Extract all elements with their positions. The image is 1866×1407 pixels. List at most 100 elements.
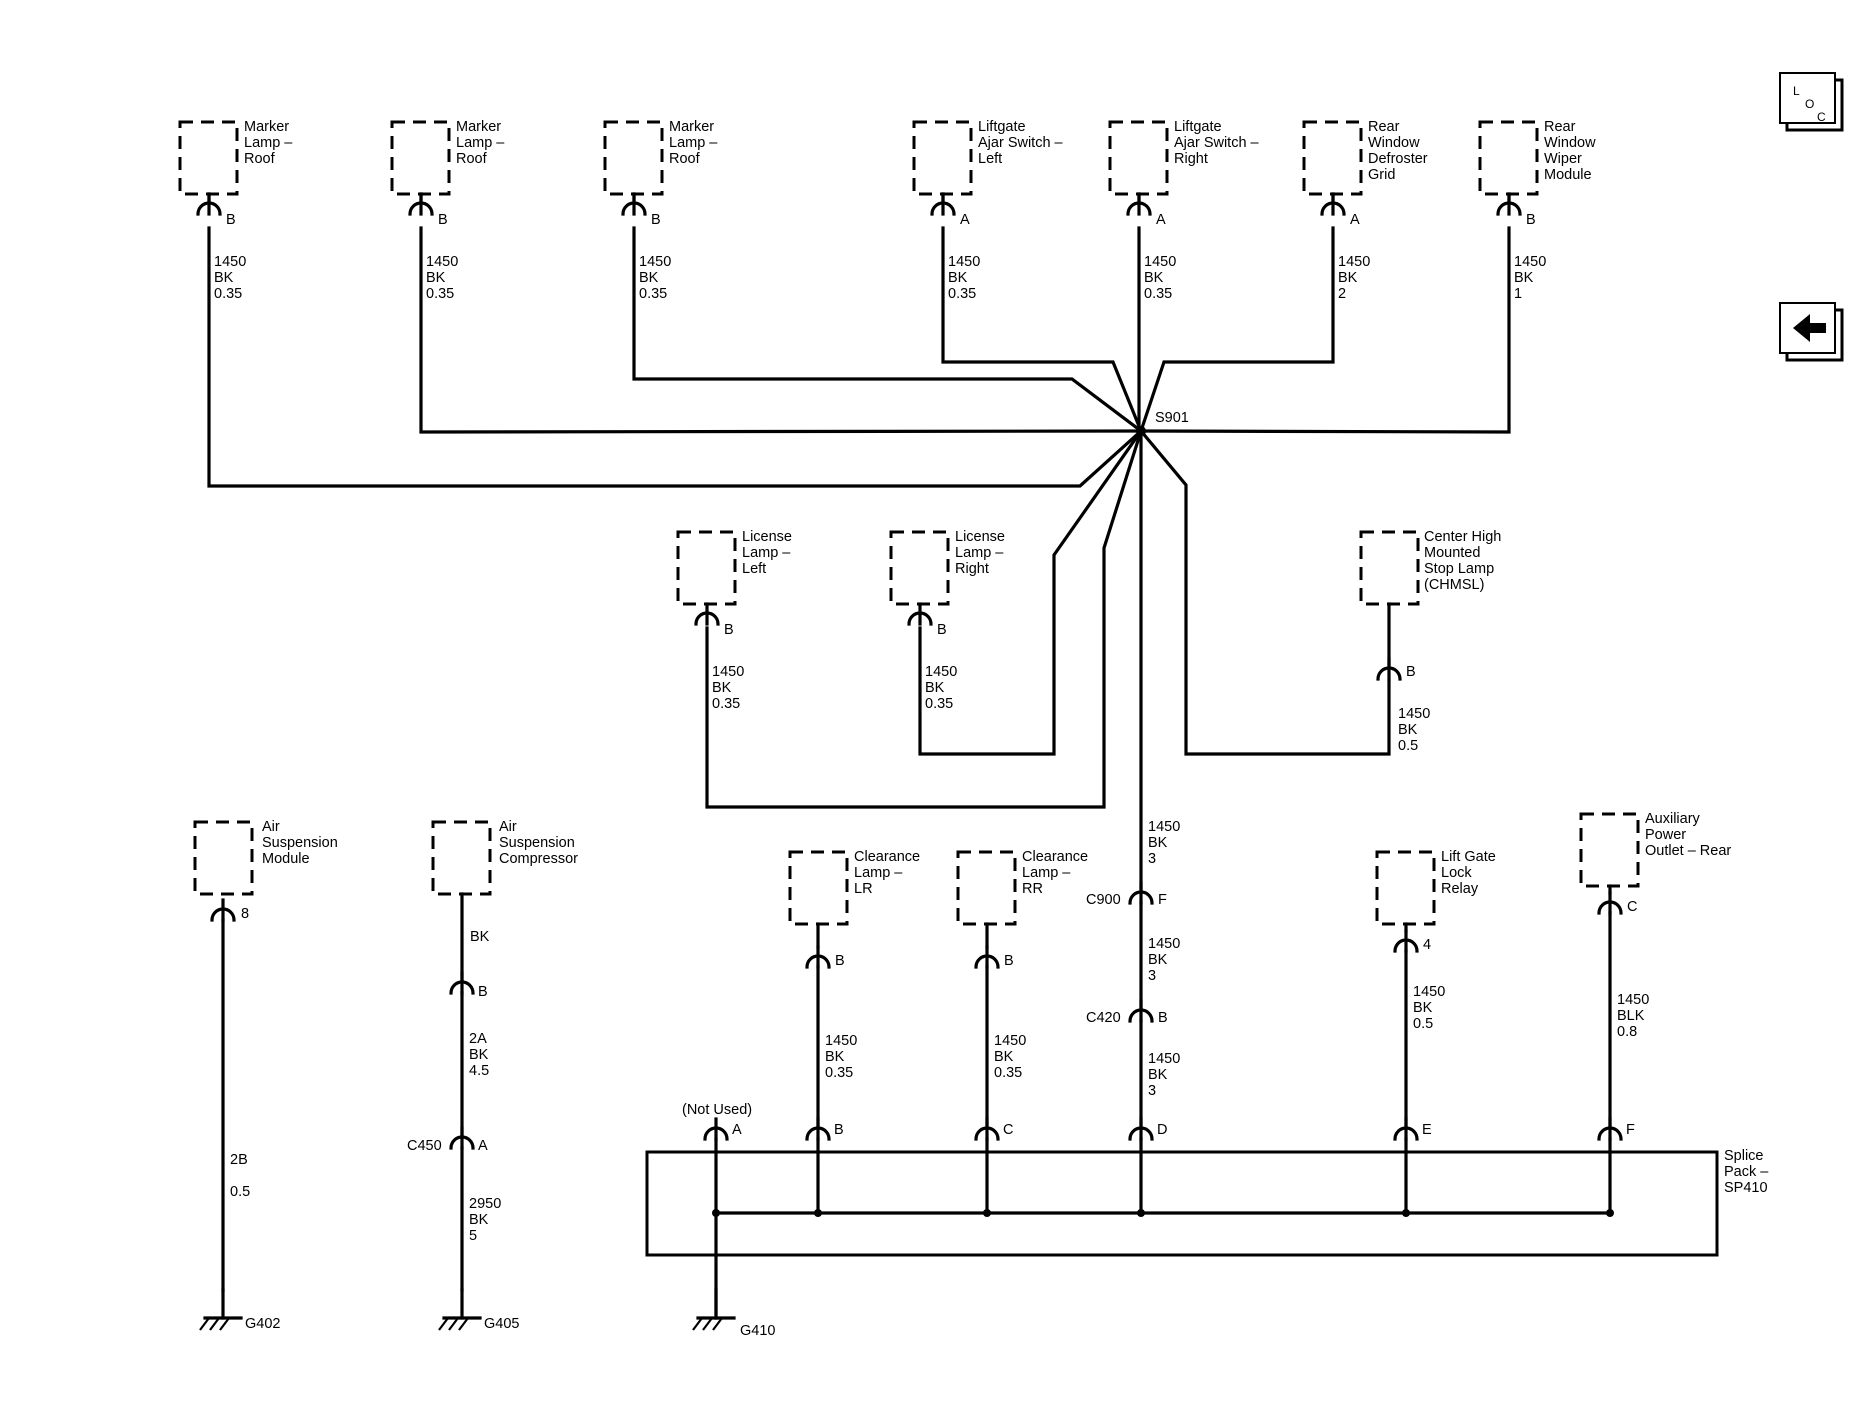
wire-label: BK xyxy=(214,270,234,286)
component-outline xyxy=(1302,120,1363,196)
component-outline xyxy=(676,530,737,606)
pin-label: F xyxy=(1626,1122,1635,1138)
component-outline xyxy=(431,820,492,896)
pin-label: C xyxy=(1627,899,1637,915)
ground-hatch xyxy=(458,1317,469,1331)
back-arrow-icon[interactable] xyxy=(1779,302,1844,362)
component-label: Roof xyxy=(244,151,276,167)
s901-label: S901 xyxy=(1155,410,1189,426)
ground-hatch xyxy=(448,1317,459,1331)
bus-junction xyxy=(983,1209,991,1217)
component-label: Mounted xyxy=(1424,545,1480,561)
wire-label: 1450 xyxy=(948,254,980,270)
pin-label: 4 xyxy=(1423,937,1431,953)
component-label: Lamp – xyxy=(456,135,505,151)
component-label: Suspension xyxy=(499,835,575,851)
ground-label: G410 xyxy=(740,1323,775,1339)
component-label: LR xyxy=(854,881,873,897)
wire-label: 1450 xyxy=(1413,984,1445,1000)
wire-label: 2A xyxy=(469,1031,487,1047)
wire-label: 1450 xyxy=(639,254,671,270)
pin-label: B xyxy=(1158,1010,1168,1026)
pin-label: B xyxy=(1406,664,1416,680)
component-outline xyxy=(603,120,664,196)
wire-to-s901 xyxy=(1138,226,1335,434)
component-label: Suspension xyxy=(262,835,338,851)
wire-label: 3 xyxy=(1148,1083,1156,1099)
sp410-box xyxy=(645,1150,1719,1257)
component-outline xyxy=(1108,120,1169,196)
pin-label: B xyxy=(834,1122,844,1138)
component-label: Window xyxy=(1368,135,1420,151)
component-label: Lamp – xyxy=(244,135,293,151)
wire-label: 1450 xyxy=(1338,254,1370,270)
component-label: (CHMSL) xyxy=(1424,577,1484,593)
component-label: Left xyxy=(978,151,1002,167)
pin-label: A xyxy=(960,212,970,228)
connector-name: C450 xyxy=(407,1138,442,1154)
wire-to-s901 xyxy=(705,428,1144,809)
ground-hatch xyxy=(209,1317,220,1331)
wire-label: 1450 xyxy=(825,1033,857,1049)
pin-label: B xyxy=(438,212,448,228)
pin-label: C xyxy=(1003,1122,1013,1138)
component-label: Auxiliary xyxy=(1645,811,1701,827)
wire-label: BK xyxy=(925,680,945,696)
wire-label: 2950 xyxy=(469,1196,501,1212)
loc-icon[interactable]: LOC xyxy=(1779,72,1844,132)
wire-label: 1450 xyxy=(925,664,957,680)
wire-label: 1450 xyxy=(1514,254,1546,270)
wire-label: BK xyxy=(1398,722,1418,738)
wire-label: 1450 xyxy=(1398,706,1430,722)
wire-label: BK xyxy=(1148,952,1168,968)
pin-label: B xyxy=(651,212,661,228)
ground-hatch xyxy=(712,1317,723,1331)
component-label: Stop Lamp xyxy=(1424,561,1494,577)
pin-label: E xyxy=(1422,1122,1432,1138)
component-outline xyxy=(1359,530,1420,606)
component-label: Module xyxy=(262,851,310,867)
pin-label: D xyxy=(1157,1122,1167,1138)
not-used-label: (Not Used) xyxy=(682,1102,752,1118)
wire-label: 1450 xyxy=(1148,936,1180,952)
component-label: Outlet – Rear xyxy=(1645,843,1731,859)
wire-label: BK xyxy=(470,929,490,945)
wire-label: BK xyxy=(712,680,732,696)
wire-label: 0.35 xyxy=(712,696,740,712)
pin-label: B xyxy=(835,953,845,969)
wire-label: 0.35 xyxy=(994,1065,1022,1081)
wire-label: BK xyxy=(639,270,659,286)
ground-hatch xyxy=(702,1317,713,1331)
wire-to-s901 xyxy=(941,226,1144,434)
wire-label: BK xyxy=(469,1212,489,1228)
loc-letter: L xyxy=(1793,84,1800,98)
wire-label: 0.35 xyxy=(426,286,454,302)
pin-label: 8 xyxy=(241,906,249,922)
component-label: Lamp – xyxy=(742,545,791,561)
component-label: Marker xyxy=(244,119,289,135)
component-label: Compressor xyxy=(499,851,578,867)
bus-junction xyxy=(1402,1209,1410,1217)
component-label: Lamp – xyxy=(854,865,903,881)
wire-label: 0.5 xyxy=(230,1184,250,1200)
sp410-label: Pack – xyxy=(1724,1164,1769,1180)
component-outline xyxy=(1478,120,1539,196)
wire-to-s901 xyxy=(632,226,1144,434)
pin-label: A xyxy=(478,1138,488,1154)
